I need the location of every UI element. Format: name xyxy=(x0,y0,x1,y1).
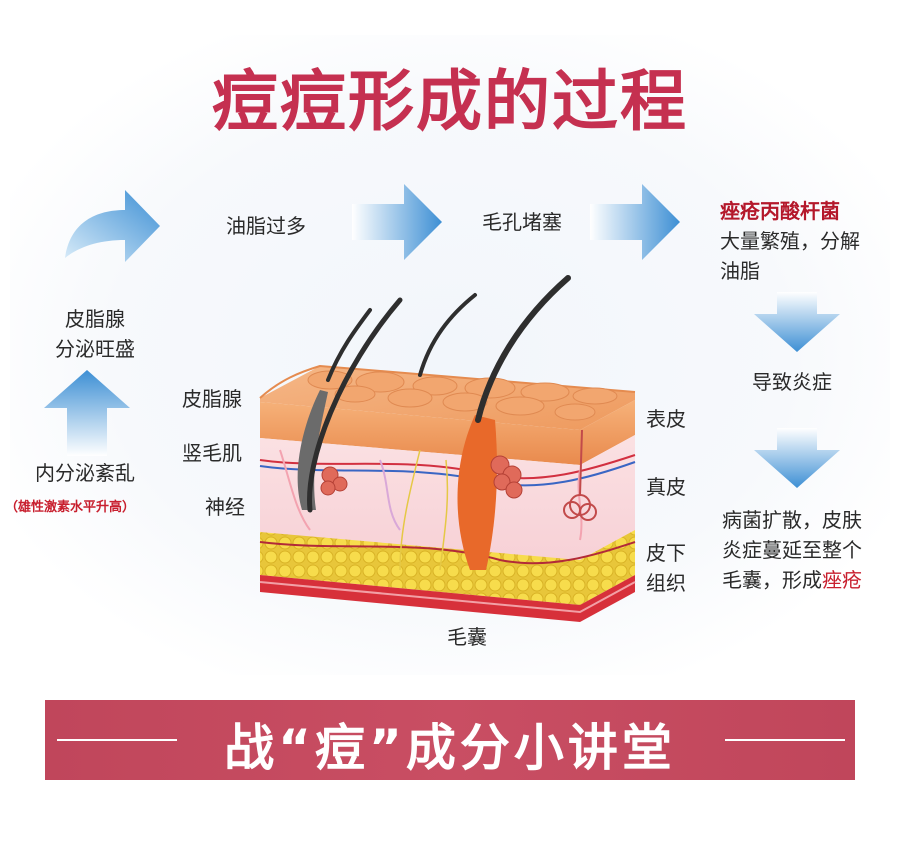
step-sebaceous: 皮脂腺 分泌旺盛 xyxy=(50,304,140,364)
banner-line-left xyxy=(57,739,177,741)
step-excess-oil: 油脂过多 xyxy=(226,214,306,238)
step-sebaceous-line2: 分泌旺盛 xyxy=(55,337,135,361)
label-subcutaneous-line1: 皮下 xyxy=(646,541,686,565)
banner-title: 战“痘”成分小讲堂 xyxy=(224,719,676,777)
banner-line-right xyxy=(725,739,845,741)
step-endocrine-label: 内分泌紊乱 xyxy=(35,461,135,485)
down-arrow-icon xyxy=(754,428,840,488)
label-erector-muscle: 竖毛肌 xyxy=(182,441,242,465)
step-acne-line1: 病菌扩散，皮肤 xyxy=(722,508,862,532)
label-hair-follicle: 毛囊 xyxy=(447,625,487,649)
label-subcutaneous-line2: 组织 xyxy=(646,571,686,595)
step-acne-line3-text: 毛囊，形成 xyxy=(722,568,822,592)
step-endocrine: 内分泌紊乱 xyxy=(35,458,175,488)
right-arrow-icon xyxy=(590,184,680,260)
step-pore-blocked: 毛孔堵塞 xyxy=(482,210,562,234)
step-acne-line3: 毛囊，形成痤疮 xyxy=(722,565,900,595)
step-acne: 病菌扩散，皮肤 炎症蔓延至整个 毛囊，形成痤疮 xyxy=(722,505,900,595)
label-dermis: 真皮 xyxy=(646,475,686,499)
step-bacteria-line3: 油脂 xyxy=(720,259,760,283)
label-sebaceous-gland: 皮脂腺 xyxy=(182,387,242,411)
skin-cross-section xyxy=(259,275,636,622)
up-arrow-icon xyxy=(44,370,130,456)
step-acne-line2: 炎症蔓延至整个 xyxy=(722,538,862,562)
step-inflammation: 导致炎症 xyxy=(752,370,832,394)
step-endocrine-note: （雄性激素水平升高） xyxy=(5,500,136,515)
step-sebaceous-line1: 皮脂腺 xyxy=(65,307,125,331)
label-nerve: 神经 xyxy=(205,495,245,519)
down-arrow-icon xyxy=(754,292,840,352)
step-bacteria: 痤疮丙酸杆菌 大量繁殖，分解 油脂 xyxy=(720,196,900,286)
label-subcutaneous: 皮下 组织 xyxy=(646,538,686,598)
step-bacteria-highlight: 痤疮丙酸杆菌 xyxy=(720,199,840,223)
step-acne-highlight: 痤疮 xyxy=(822,568,862,592)
right-arrow-icon xyxy=(352,184,442,260)
step-bacteria-line2: 大量繁殖，分解 xyxy=(720,229,860,253)
banner: 战“痘”成分小讲堂 xyxy=(45,700,855,780)
curved-arrow-icon xyxy=(65,190,160,262)
page-title: 痘痘形成的过程 xyxy=(212,63,688,140)
label-epidermis: 表皮 xyxy=(646,407,686,431)
